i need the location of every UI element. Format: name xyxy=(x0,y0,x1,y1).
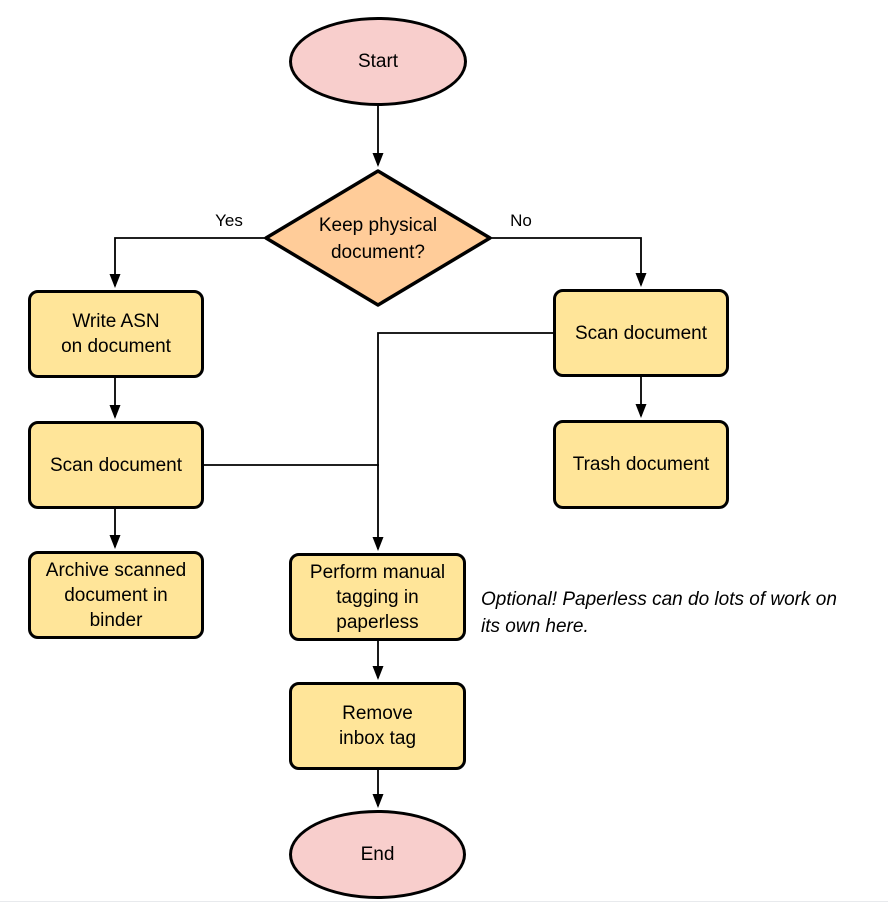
node-start: Start xyxy=(289,17,467,106)
node-archive-document: Archive scanned document in binder xyxy=(28,551,204,639)
edge-decision-yes-to-write-asn xyxy=(109,237,266,288)
optional-note: Optional! Paperless can do lots of work … xyxy=(481,589,837,637)
node-write-asn: Write ASN on document xyxy=(28,290,204,378)
page-divider xyxy=(0,901,888,902)
edge-scan-right-to-tagging xyxy=(372,332,553,551)
node-end: End xyxy=(289,810,466,899)
node-scan-document-left: Scan document xyxy=(28,421,204,509)
node-manual-tagging: Perform manual tagging in paperless xyxy=(289,553,466,641)
edge-decision-no-to-scan-right xyxy=(490,237,647,287)
node-decision-keep-label: Keep physical document? xyxy=(318,215,438,263)
edge-label-yes: Yes xyxy=(215,211,243,230)
node-scan-document-right: Scan document xyxy=(553,289,729,377)
edge-label-no: No xyxy=(510,211,532,230)
node-remove-inbox-tag: Remove inbox tag xyxy=(289,682,466,770)
node-trash-document: Trash document xyxy=(553,420,729,509)
